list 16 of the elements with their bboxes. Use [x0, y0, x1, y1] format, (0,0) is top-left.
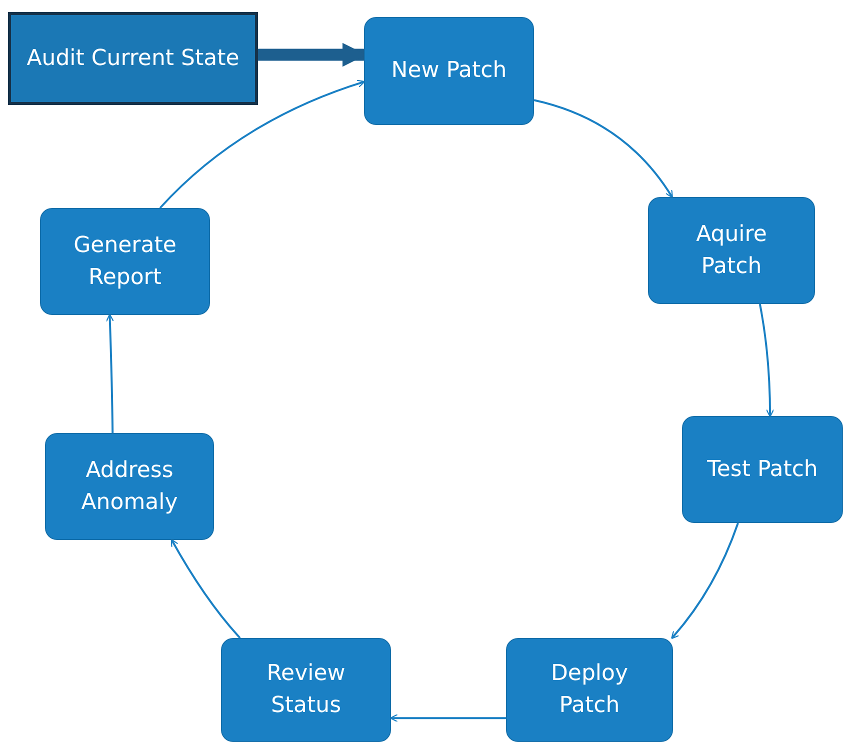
arrow	[390, 714, 506, 722]
arrow	[170, 538, 241, 639]
arrow	[106, 314, 114, 434]
arrow	[534, 99, 673, 198]
process-box: Address Anomaly	[45, 433, 214, 540]
process-box: Test Patch	[682, 416, 843, 523]
process-box: Deploy Patch	[506, 638, 673, 742]
arrow	[159, 80, 366, 209]
arrow	[670, 522, 739, 640]
process-box: Review Status	[221, 638, 391, 742]
process-box: Generate Report	[40, 208, 210, 315]
process-box: New Patch	[364, 17, 534, 125]
arrow	[258, 42, 366, 67]
arrow	[758, 304, 774, 418]
start-box: Audit Current State	[8, 12, 258, 105]
process-box: Aquire Patch	[648, 197, 815, 304]
